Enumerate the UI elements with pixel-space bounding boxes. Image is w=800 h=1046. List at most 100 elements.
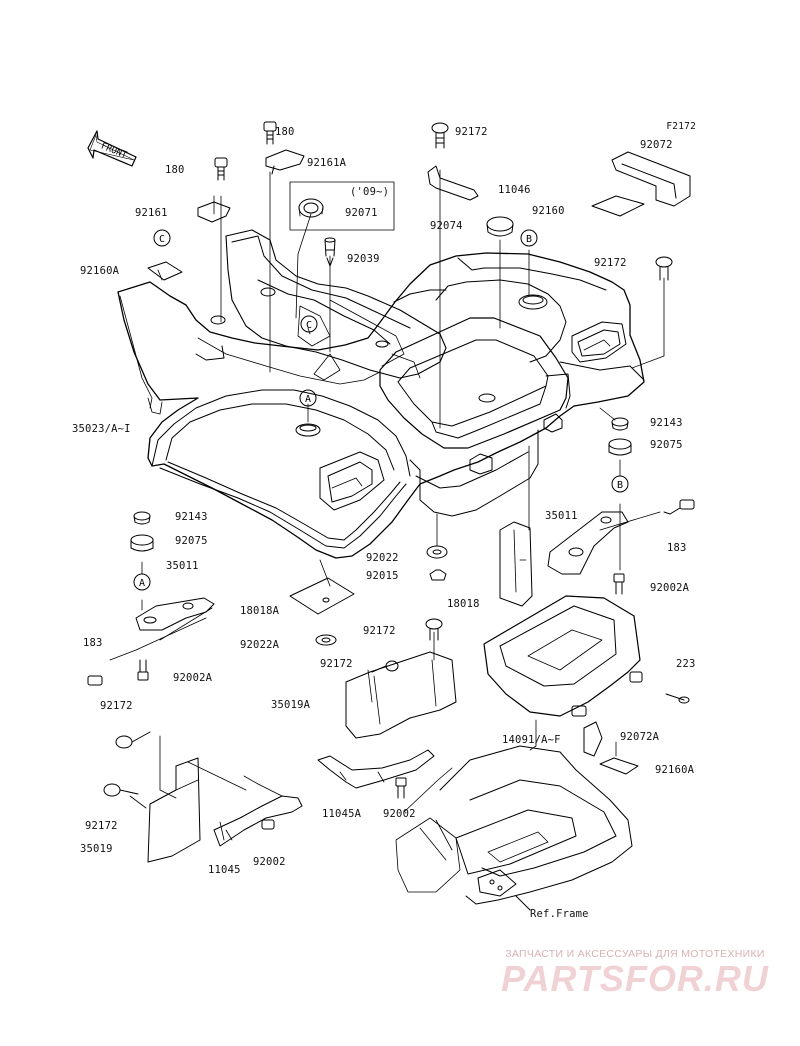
watermark-logo: PARTSFOR.RU bbox=[501, 958, 769, 999]
callout-92072A: 92072A bbox=[620, 731, 660, 743]
cover-14091 bbox=[483, 595, 643, 717]
strap-92072A bbox=[583, 721, 603, 757]
marker-b-right-label: B bbox=[617, 480, 623, 491]
pad-92160A-right bbox=[599, 757, 639, 775]
grommet-92071 bbox=[289, 181, 395, 231]
callout-92002A-left: 92002A bbox=[173, 672, 213, 684]
callout-92160-top: 92160 bbox=[532, 205, 565, 217]
ref-frame-label: Ref.Frame bbox=[530, 908, 589, 920]
callout-92172-left: 92172 bbox=[100, 700, 133, 712]
callout-92160A-left: 92160A bbox=[80, 265, 120, 277]
bolt-183-left bbox=[87, 675, 103, 686]
callout-11046: 11046 bbox=[498, 184, 531, 196]
bracket-35019A bbox=[345, 651, 457, 739]
screw-92172-right bbox=[655, 256, 673, 281]
callout-18018A: 18018A bbox=[240, 605, 280, 617]
callout-180-b: 180 bbox=[275, 126, 295, 138]
marker-c-top-label: C bbox=[159, 234, 165, 245]
callout-180-a: 180 bbox=[165, 164, 185, 176]
callout-92172-mid2: 92172 bbox=[320, 658, 353, 670]
callout-92172-left2: 92172 bbox=[85, 820, 118, 832]
bracket-18018 bbox=[499, 521, 533, 607]
callout-92022: 92022 bbox=[366, 552, 399, 564]
watermark-tagline: ЗАПЧАСТИ И АКСЕССУАРЫ ДЛЯ МОТОТЕХНИКИ bbox=[505, 948, 765, 960]
pad-18018A bbox=[289, 577, 355, 615]
callout-183-left: 183 bbox=[83, 637, 103, 649]
figure-id: F2172 bbox=[666, 121, 696, 132]
screw-223 bbox=[665, 693, 690, 704]
strap-92072 bbox=[611, 151, 691, 207]
damper-92143-left bbox=[133, 511, 151, 525]
callout-11045: 11045 bbox=[208, 864, 241, 876]
marker-c-top bbox=[153, 229, 171, 247]
bracket-92161 bbox=[197, 195, 231, 223]
grommet-92022 bbox=[426, 545, 448, 559]
callout-35011-left: 35011 bbox=[166, 560, 199, 572]
callout-183-right: 183 bbox=[667, 542, 687, 554]
bracket-11045A bbox=[317, 749, 435, 789]
inner-tray bbox=[195, 229, 447, 385]
nut-92015 bbox=[429, 569, 447, 581]
pad-92160 bbox=[591, 195, 645, 217]
callout-223: 223 bbox=[676, 658, 696, 670]
callout-92002A-right: 92002A bbox=[650, 582, 690, 594]
washer-92022A bbox=[315, 634, 337, 646]
callout-92015: 92015 bbox=[366, 570, 399, 582]
screw-92172-mid2 bbox=[371, 660, 399, 673]
callout-92143-left: 92143 bbox=[175, 511, 208, 523]
callout-92172-right: 92172 bbox=[594, 257, 627, 269]
frame bbox=[395, 745, 633, 911]
damper-92075-left bbox=[130, 534, 154, 552]
callout-35019: 35019 bbox=[80, 843, 113, 855]
callout-92022A: 92022A bbox=[240, 639, 280, 651]
cap-92074 bbox=[486, 216, 514, 237]
bracket-92161A bbox=[265, 149, 305, 175]
callout-14091: 14091/A~F bbox=[502, 734, 561, 746]
callout-92172-top: 92172 bbox=[455, 126, 488, 138]
marker-a-left bbox=[133, 573, 151, 591]
callout-92160A-right: 92160A bbox=[655, 764, 695, 776]
callout-35019A: 35019A bbox=[271, 699, 311, 711]
callout-92071: 92071 bbox=[345, 207, 378, 219]
damper-92143-right bbox=[611, 417, 629, 431]
damper-92075-right bbox=[608, 438, 632, 456]
callout-92143-right: 92143 bbox=[650, 417, 683, 429]
callout-92161A: 92161A bbox=[307, 157, 347, 169]
watermark: ЗАПЧАСТИ И АКСЕССУАРЫ ДЛЯ МОТОТЕХНИКИ PA… bbox=[480, 948, 790, 1000]
callout-92161: 92161 bbox=[135, 207, 168, 219]
bolt-92002-left bbox=[261, 819, 275, 830]
callout-18018: 18018 bbox=[447, 598, 480, 610]
callout-92002-mid: 92002 bbox=[383, 808, 416, 820]
callout-92072: 92072 bbox=[640, 139, 673, 151]
callout-92074: 92074 bbox=[430, 220, 463, 232]
bolt-180-b bbox=[263, 121, 277, 145]
callout-11045A: 11045A bbox=[322, 808, 362, 820]
marker-a-left-label: A bbox=[139, 578, 145, 589]
callout-92172-mid: 92172 bbox=[363, 625, 396, 637]
callout-35011-right: 35011 bbox=[545, 510, 578, 522]
plug-92039 bbox=[324, 237, 336, 267]
bolt-92002A-right bbox=[613, 573, 625, 595]
screw-92172-left2 bbox=[103, 783, 139, 797]
leader-lines bbox=[109, 169, 665, 841]
bracket-11046 bbox=[427, 165, 479, 201]
marker-b-right bbox=[611, 475, 629, 493]
callout-92075-left: 92075 bbox=[175, 535, 208, 547]
screw-92172-top bbox=[431, 122, 449, 149]
callout-09: ('09~) bbox=[350, 186, 390, 198]
bracket-11045 bbox=[213, 775, 303, 847]
bolt-92002A-left bbox=[137, 659, 149, 681]
bolt-180-a bbox=[214, 157, 228, 181]
storage-box bbox=[379, 317, 569, 517]
callout-35023: 35023/A~I bbox=[72, 423, 131, 435]
marker-b-top bbox=[520, 229, 538, 247]
screw-92172-mid bbox=[425, 618, 443, 641]
marker-c-mid bbox=[300, 315, 318, 333]
rear-fender bbox=[117, 252, 645, 559]
marker-a-mid-label: A bbox=[305, 394, 311, 405]
front-arrow-icon bbox=[87, 130, 137, 167]
pad-92160A-left bbox=[147, 261, 183, 281]
bolt-183-right bbox=[663, 499, 695, 515]
callout-92039: 92039 bbox=[347, 253, 380, 265]
